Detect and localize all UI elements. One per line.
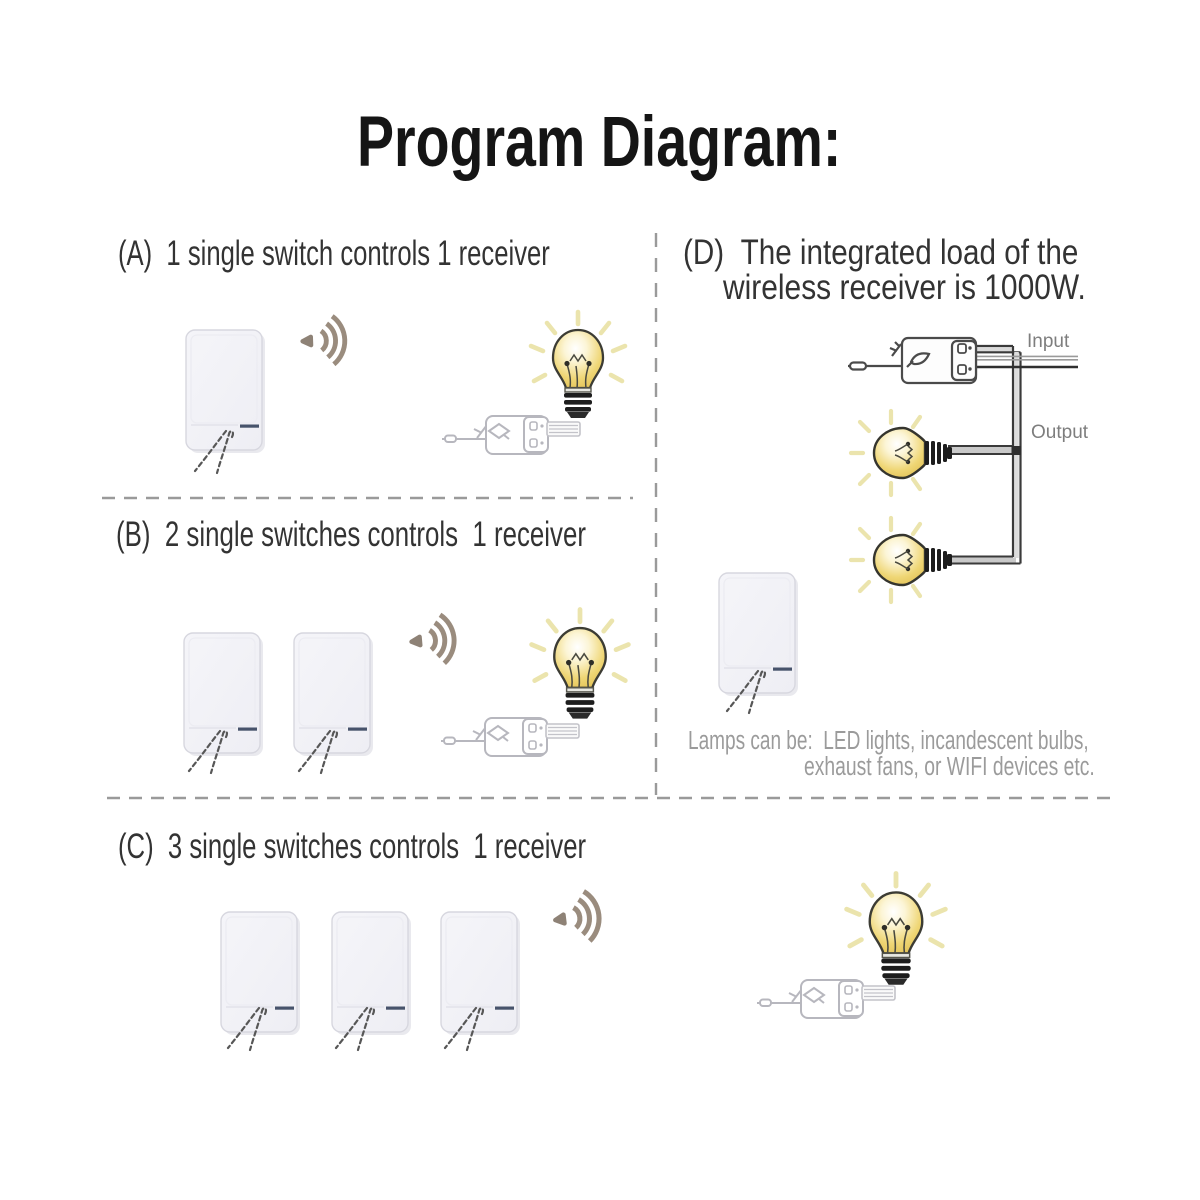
svg-text:(D) The integrated load of th: (D) The integrated load of the <box>683 233 1078 272</box>
svg-text:Lamps can be: LED lights, inc: Lamps can be: LED lights, incandescent b… <box>688 725 1089 755</box>
svg-text:Output: Output <box>1031 422 1089 443</box>
svg-text:(B) 2 single switches control: (B) 2 single switches controls 1 receive… <box>116 514 586 554</box>
svg-text:Program Diagram:: Program Diagram: <box>357 101 841 181</box>
svg-text:(A) 1 single switch controls: (A) 1 single switch controls 1 receiver <box>118 233 550 273</box>
svg-text:exhaust fans, or WIFI devices: exhaust fans, or WIFI devices etc. <box>804 751 1095 781</box>
svg-text:Input: Input <box>1027 331 1070 352</box>
svg-text:wireless receiver is 1000W.: wireless receiver is 1000W. <box>722 268 1086 307</box>
svg-text:(C) 3 single switches control: (C) 3 single switches controls 1 receive… <box>118 826 586 866</box>
